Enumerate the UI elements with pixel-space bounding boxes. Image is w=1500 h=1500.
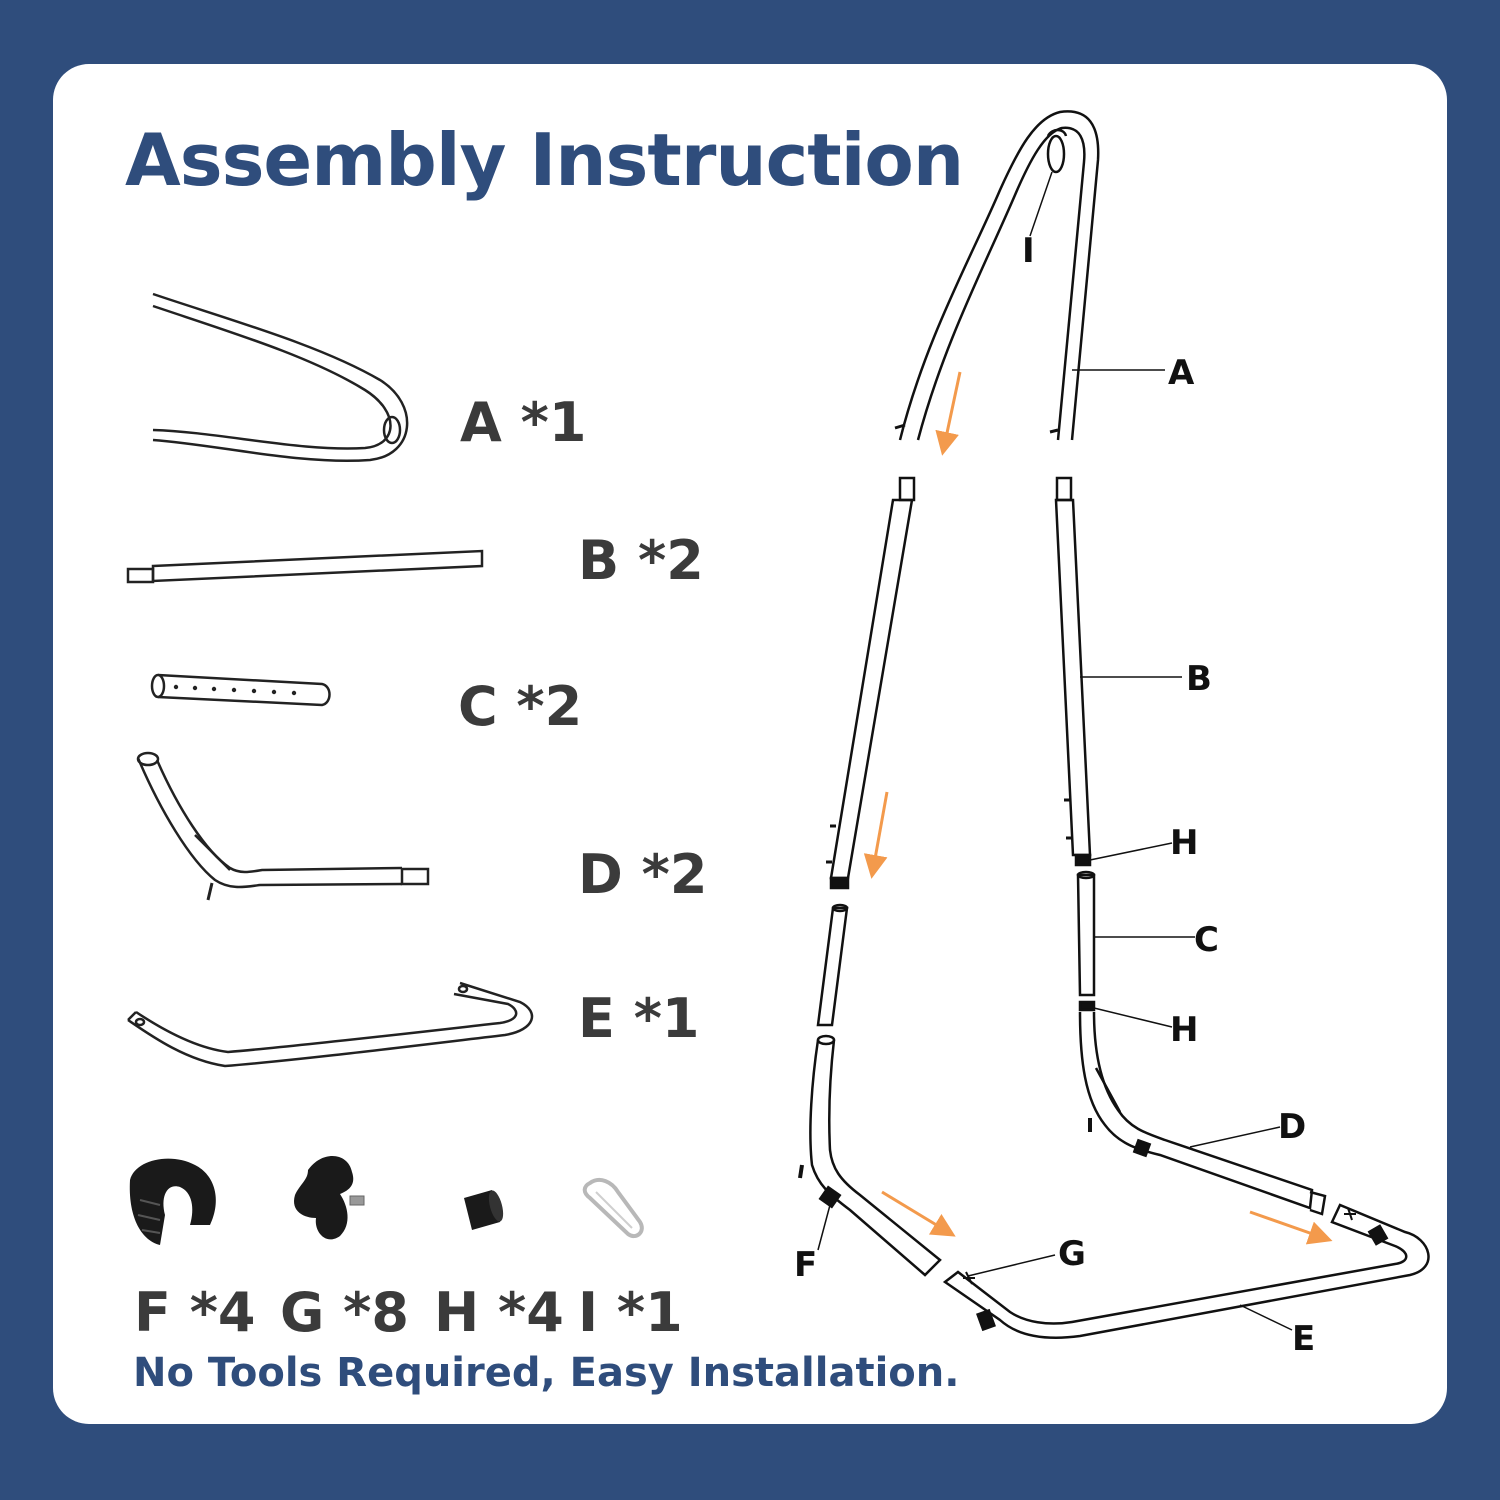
callout-c: C xyxy=(1194,920,1219,960)
callout-b: B xyxy=(1186,659,1212,699)
callout-a: A xyxy=(1168,353,1195,393)
part-label-f: F *4 xyxy=(134,1281,256,1344)
part-e-drawing xyxy=(127,981,534,1068)
callout-h-top: H xyxy=(1170,823,1198,863)
part-label-a: A *1 xyxy=(460,391,587,454)
part-h-icon xyxy=(464,1190,504,1230)
part-label-d: D *2 xyxy=(578,843,708,906)
callout-d: D xyxy=(1278,1107,1306,1147)
assembly-arrows xyxy=(863,371,1333,1245)
arrow-d-left xyxy=(881,1190,956,1237)
part-f-icon xyxy=(129,1158,216,1245)
footer-note: No Tools Required, Easy Installation. xyxy=(133,1350,960,1396)
exploded-part-c-left xyxy=(816,903,849,1027)
part-label-e: E *1 xyxy=(578,987,700,1050)
part-label-h: H *4 xyxy=(434,1281,564,1344)
callout-g: G xyxy=(1058,1234,1086,1274)
part-label-g: G *8 xyxy=(280,1281,409,1344)
part-c-drawing xyxy=(150,673,331,707)
instruction-card xyxy=(53,64,1447,1424)
part-a-drawing xyxy=(152,292,409,463)
part-d-drawing xyxy=(136,751,430,901)
exploded-part-b-left xyxy=(826,476,916,890)
callout-e: E xyxy=(1292,1319,1315,1359)
exploded-part-d-left xyxy=(798,1034,942,1277)
part-i-icon xyxy=(582,1178,644,1239)
arrow-b-down xyxy=(863,791,889,879)
part-b-drawing xyxy=(126,549,484,584)
arrow-a-down xyxy=(935,371,962,456)
part-g-icon xyxy=(294,1155,365,1240)
exploded-part-b-right xyxy=(1054,476,1182,867)
page-title: Assembly Instruction xyxy=(125,118,964,202)
part-label-c: C *2 xyxy=(458,675,583,738)
callout-h-bottom: H xyxy=(1170,1010,1198,1050)
exploded-part-e xyxy=(942,1203,1430,1339)
exploded-part-a xyxy=(894,110,1165,441)
exploded-part-c-right xyxy=(1076,870,1195,1028)
part-label-b: B *2 xyxy=(578,529,704,592)
exploded-view xyxy=(798,110,1430,1339)
callout-f: F xyxy=(794,1245,817,1285)
part-label-i: I *1 xyxy=(578,1281,683,1344)
callout-i: I xyxy=(1022,231,1035,271)
exploded-part-d-right xyxy=(1078,1011,1327,1216)
arrow-d-right xyxy=(1249,1210,1333,1245)
